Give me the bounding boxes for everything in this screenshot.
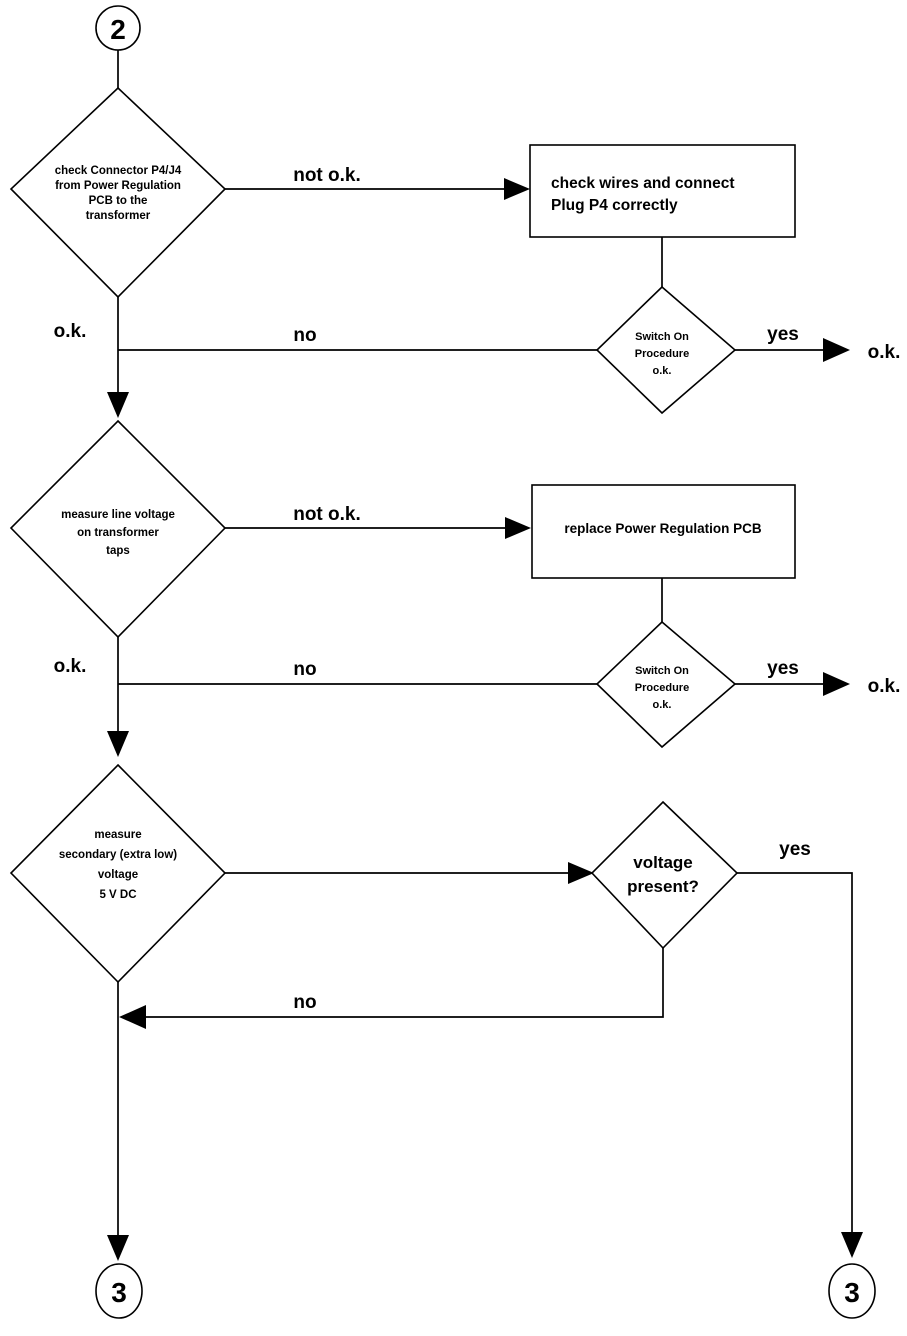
arrowhead-no-3	[119, 1005, 146, 1029]
decision-voltage-present-line-2: present?	[627, 877, 699, 896]
edge-label-yes-1: yes	[767, 324, 799, 345]
edge-no-3	[140, 948, 664, 1018]
decision-switch-on-2-line-1: Switch On	[635, 665, 689, 677]
decision-measure-secondary-line-2: secondary (extra low)	[59, 849, 177, 861]
edge-label-ok-2: o.k.	[54, 656, 87, 677]
decision-check-connector	[9, 86, 227, 299]
edge-label-yes-3: yes	[779, 839, 811, 860]
edge-label-no-2: no	[293, 659, 316, 680]
arrowhead-exit-left	[107, 1235, 129, 1261]
edge-label-no-1: no	[293, 325, 316, 346]
connector-3-left-label: 3	[111, 1277, 127, 1308]
process-check-wires	[529, 144, 796, 238]
decision-measure-line-voltage-line-1: measure line voltage	[61, 509, 175, 521]
decision-voltage-present-line-1: voltage	[633, 853, 693, 872]
arrowhead-not-ok-1	[504, 178, 530, 200]
arrowhead-ok-1	[107, 392, 129, 418]
arrowhead-voltage-present	[568, 862, 594, 884]
decision-measure-secondary-line-3: voltage	[98, 869, 138, 881]
decision-measure-line-voltage-line-2: on transformer	[77, 527, 159, 539]
decision-switch-on-2	[595, 620, 737, 749]
decision-check-connector-line-4: transformer	[86, 210, 151, 222]
result-label-ok-2: o.k.	[868, 676, 901, 697]
decision-check-connector-line-1: check Connector P4/J4	[55, 165, 182, 177]
decision-check-connector-line-3: PCB to the	[89, 195, 148, 207]
decision-switch-on-1-line-3: o.k.	[653, 365, 672, 377]
decision-check-connector-line-2: from Power Regulation	[55, 180, 181, 192]
process-check-wires-line-1: check wires and connect	[551, 175, 735, 192]
process-replace-pcb	[531, 484, 796, 579]
edge-label-ok-1: o.k.	[54, 321, 87, 342]
edge-label-no-3: no	[293, 992, 316, 1013]
edge-yes-3	[737, 872, 853, 1237]
decision-switch-on-2-line-3: o.k.	[653, 699, 672, 711]
connector-3-right-circle	[828, 1263, 876, 1319]
arrowhead-yes-3	[841, 1232, 863, 1258]
connector-2-label: 2	[110, 14, 126, 45]
decision-switch-on-2-line-2: Procedure	[635, 682, 689, 694]
result-label-ok-1: o.k.	[868, 342, 901, 363]
arrowhead-yes-2	[823, 672, 850, 696]
arrowhead-yes-1	[823, 338, 850, 362]
connector-3-right-label: 3	[844, 1277, 860, 1308]
decision-measure-secondary-line-1: measure	[94, 829, 141, 841]
decision-measure-line-voltage-line-3: taps	[106, 545, 130, 557]
edge-label-yes-2: yes	[767, 658, 799, 679]
decision-voltage-present	[590, 800, 739, 950]
edge-label-not-ok-2: not o.k.	[293, 504, 361, 525]
decision-switch-on-1	[595, 285, 737, 415]
decision-switch-on-1-line-2: Procedure	[635, 348, 689, 360]
connector-3-left-circle	[95, 1263, 143, 1319]
process-replace-pcb-line-1: replace Power Regulation PCB	[564, 521, 762, 536]
edge-label-not-ok-1: not o.k.	[293, 165, 361, 186]
arrowhead-ok-2	[107, 731, 129, 757]
process-check-wires-line-2: Plug P4 correctly	[551, 197, 678, 214]
decision-measure-secondary-line-4: 5 V DC	[99, 889, 136, 901]
decision-switch-on-1-line-1: Switch On	[635, 331, 689, 343]
arrowhead-not-ok-2	[505, 517, 531, 539]
